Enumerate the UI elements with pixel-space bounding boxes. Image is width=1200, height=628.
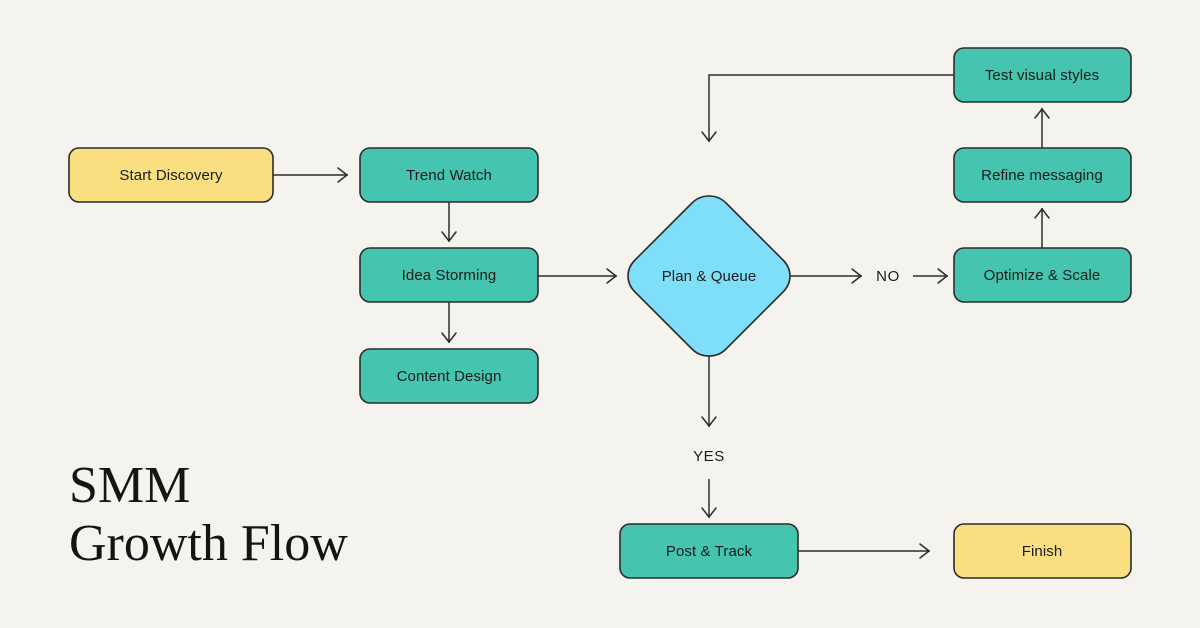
node-label-refine-messaging: Refine messaging	[981, 167, 1103, 184]
edge-no-to-optimize	[913, 268, 948, 284]
node-label-finish: Finish	[1022, 543, 1063, 560]
edge-label-no: NO	[876, 268, 900, 285]
edge-idea-to-plan	[538, 268, 617, 284]
edge-post-to-finish	[798, 543, 930, 559]
node-plan-queue[interactable]: Plan & Queue	[627, 195, 791, 357]
node-label-optimize-scale: Optimize & Scale	[984, 267, 1101, 284]
node-label-test-visual-styles: Test visual styles	[985, 67, 1099, 84]
edge-optimize-to-refine	[1034, 208, 1050, 248]
edge-idea-to-content	[441, 302, 457, 343]
node-label-content-design: Content Design	[397, 368, 502, 385]
node-label-plan-queue: Plan & Queue	[662, 268, 757, 285]
edge-plan-to-no	[790, 268, 862, 284]
edge-label-yes: YES	[693, 448, 725, 465]
edge-trend-to-idea	[441, 202, 457, 242]
node-post-track[interactable]: Post & Track	[619, 523, 799, 579]
node-refine-messaging[interactable]: Refine messaging	[953, 147, 1132, 203]
edge-yes-to-post	[701, 479, 717, 518]
node-test-visual-styles[interactable]: Test visual styles	[953, 47, 1132, 103]
node-start-discovery[interactable]: Start Discovery	[68, 147, 274, 203]
edge-refine-to-test	[1034, 108, 1050, 148]
page-title-line2: Growth Flow	[69, 515, 348, 572]
node-trend-watch[interactable]: Trend Watch	[359, 147, 539, 203]
node-label-idea-storming: Idea Storming	[402, 267, 497, 284]
node-label-post-track: Post & Track	[666, 543, 753, 560]
node-content-design[interactable]: Content Design	[359, 348, 539, 404]
edge-plan-to-yes	[701, 356, 717, 427]
edge-start-to-trend	[273, 167, 348, 183]
node-label-start-discovery: Start Discovery	[119, 167, 223, 184]
node-idea-storming[interactable]: Idea Storming	[359, 247, 539, 303]
node-finish[interactable]: Finish	[953, 523, 1132, 579]
node-optimize-scale[interactable]: Optimize & Scale	[953, 247, 1132, 303]
node-label-trend-watch: Trend Watch	[406, 167, 492, 184]
page-title-line1: SMM	[69, 457, 190, 514]
edge-test-loopback	[701, 74, 954, 142]
